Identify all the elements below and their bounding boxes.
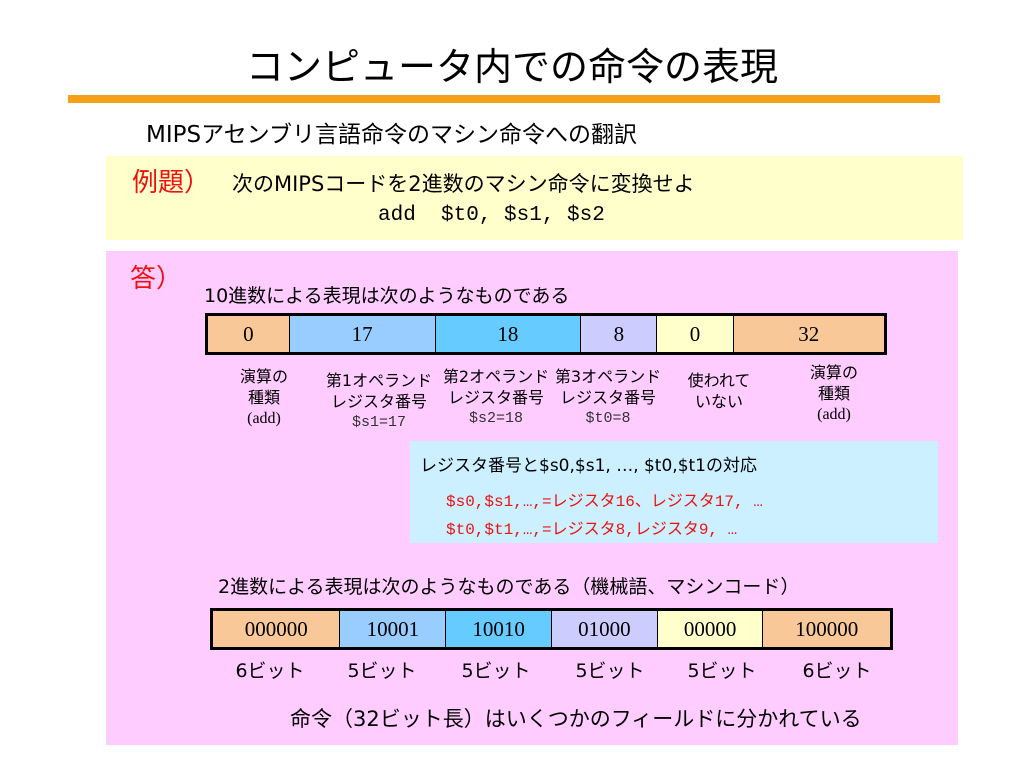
register-mapping-t: $t0,$t1,…,=レジスタ8,レジスタ9, … [446,521,738,539]
decimal-field-rs: 17 [288,314,436,354]
register-value: $t0=8 [585,410,631,427]
desc-line: 第2オペランド [442,367,550,386]
desc-line: (add) [817,406,851,423]
example-code: add $t0, $s1, $s2 [378,204,605,227]
desc-line: レジスタ番号 [330,392,427,411]
decimal-field-shamt: 0 [656,314,734,354]
field-description-op: 演算の 種類 (add) [210,366,318,429]
field-description-rs: 第1オペランド レジスタ番号 $s1=17 [320,370,438,433]
binary-heading: 2進数による表現は次のようなものである（機械語、マシンコード） [218,576,800,598]
binary-field-op: 000000 [210,609,341,649]
desc-line: 第1オペランド [325,371,433,390]
desc-line: 第3オペランド [554,367,662,386]
decimal-field-funct: 32 [732,314,887,354]
desc-line: 種類 [817,384,850,403]
desc-line: (add) [247,410,281,427]
decimal-field-rd: 8 [580,314,658,354]
title-divider [68,95,940,103]
register-value: $s2=18 [468,410,523,427]
binary-field-rs: 10001 [339,609,447,649]
answer-label: 答） [130,264,183,294]
slide-subtitle: MIPSアセンブリ言語命令のマシン命令への翻訳 [146,122,637,148]
binary-field-table: 000000 10001 10010 01000 00000 100000 [210,608,893,650]
binary-field-rt: 10010 [445,609,552,649]
bit-width-funct: 6ビット [802,660,872,682]
field-description-rd: 第3オペランド レジスタ番号 $t0=8 [549,366,667,429]
register-mapping-s: $s0,$s1,…,=レジスタ16、レジスタ17, … [446,493,763,511]
decimal-field-op: 0 [206,314,290,354]
example-panel [106,156,963,240]
field-description-rt: 第2オペランド レジスタ番号 $s2=18 [437,366,555,429]
footer-note: 命令（32ビット長）はいくつかのフィールドに分かれている [290,707,862,731]
bit-width-rd: 5ビット [575,660,645,682]
bit-width-rs: 5ビット [347,660,417,682]
binary-field-funct: 100000 [762,609,892,649]
desc-line: レジスタ番号 [559,388,656,407]
field-description-funct: 演算の 種類 (add) [780,362,888,425]
desc-line: 演算の [239,367,288,386]
table-row: 000000 10001 10010 01000 00000 100000 [210,609,892,649]
slide-title: コンピュータ内での命令の表現 [245,45,778,89]
decimal-heading: 10進数による表現は次のようなものである [204,285,570,307]
decimal-field-table: 0 17 18 8 0 32 [205,313,887,355]
register-value: $s1=17 [351,414,406,431]
decimal-field-rt: 18 [434,314,582,354]
example-question: 次のMIPSコードを2進数のマシン命令に変換せよ [232,172,695,196]
table-row: 0 17 18 8 0 32 [206,314,887,354]
desc-line: 演算の [809,363,858,382]
register-mapping-panel [410,441,938,543]
bit-width-rt: 5ビット [461,660,531,682]
binary-field-shamt: 00000 [656,609,764,649]
desc-line: 種類 [247,388,280,407]
binary-field-rd: 01000 [550,609,658,649]
desc-line: レジスタ番号 [447,388,544,407]
bit-width-shamt: 5ビット [687,660,757,682]
field-description-shamt: 使われて いない [665,370,773,412]
desc-line: 使われて [687,371,751,390]
example-label: 例題） [132,168,211,198]
desc-line: いない [694,392,743,411]
bit-width-op: 6ビット [235,660,305,682]
register-mapping-heading: レジスタ番号と$s0,$s1, …, $t0,$t1の対応 [420,456,757,476]
